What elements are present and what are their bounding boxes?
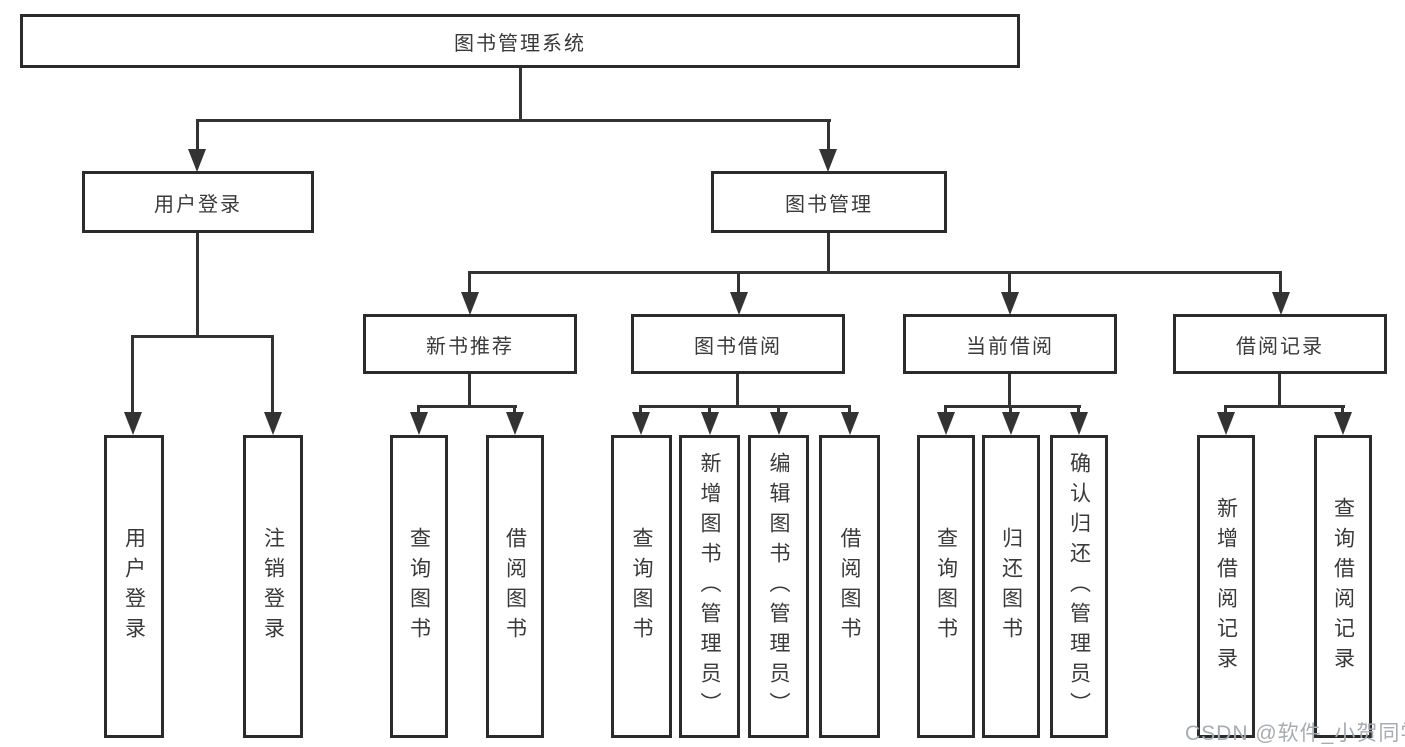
connector-drop-ul-leaf-2	[271, 335, 274, 415]
node-borrow-record: 借阅记录	[1173, 314, 1387, 374]
node-book-mgmt: 图书管理	[711, 171, 947, 233]
leaf-logout-label: 注销登录	[261, 526, 285, 647]
connector-rail-book-borrow	[639, 405, 851, 408]
connector-drop-nbr-leaf-2	[513, 405, 516, 415]
connector-drop-nbr-leaf-1	[417, 405, 420, 415]
leaf-user-login: 用户登录	[104, 435, 164, 738]
connector-drop-br-leaf-2	[1341, 405, 1344, 415]
arrowhead-current-borrow-icon	[1001, 292, 1019, 315]
arrowhead-br-leaf-1-icon	[1217, 412, 1235, 435]
leaf-cb-query-books-label: 查询图书	[934, 526, 958, 647]
connector-rail-user-login	[131, 335, 274, 338]
connector-stem-new-book-rec	[468, 373, 471, 408]
arrowhead-new-book-rec-icon	[461, 292, 479, 315]
connector-drop-current-borrow	[1008, 271, 1011, 295]
leaf-bb-add-books-admin-label: 新增图书（管理员）	[698, 451, 721, 722]
leaf-br-add-record-label: 新增借阅记录	[1214, 496, 1238, 677]
leaf-br-query-record-label: 查询借阅记录	[1331, 496, 1355, 677]
leaf-bb-borrow-books-label: 借阅图书	[838, 526, 861, 647]
connector-rail-level3	[468, 271, 1282, 274]
node-new-book-rec: 新书推荐	[363, 314, 577, 374]
leaf-nbr-query-books-label: 查询图书	[407, 526, 431, 647]
connector-drop-bb-leaf-4	[848, 405, 851, 415]
node-borrow-record-label: 借阅记录	[1236, 335, 1324, 358]
connector-drop-book-mgmt	[827, 119, 830, 152]
node-new-book-rec-label: 新书推荐	[426, 335, 514, 358]
connector-drop-br-leaf-1	[1224, 405, 1227, 415]
connector-drop-cb-leaf-1	[944, 405, 947, 415]
arrowhead-ul-leaf-1-icon	[124, 412, 142, 435]
connector-drop-cb-leaf-2	[1009, 405, 1012, 415]
leaf-cb-return-books-label: 归还图书	[999, 526, 1023, 647]
node-current-borrow-label: 当前借阅	[966, 335, 1054, 358]
node-user-login: 用户登录	[82, 171, 314, 233]
connector-rail-level2	[196, 119, 831, 122]
arrowhead-ul-leaf-2-icon	[264, 412, 282, 435]
arrowhead-bb-leaf-4-icon	[841, 412, 859, 435]
leaf-cb-return-books: 归还图书	[982, 435, 1040, 738]
node-current-borrow: 当前借阅	[903, 314, 1117, 374]
leaf-bb-query-books-label: 查询图书	[630, 526, 653, 647]
arrowhead-nbr-leaf-1-icon	[410, 412, 428, 435]
node-user-login-label: 用户登录	[154, 193, 242, 216]
leaf-nbr-query-books: 查询图书	[390, 435, 448, 738]
connector-drop-user-login	[196, 119, 199, 152]
node-root: 图书管理系统	[20, 14, 1020, 68]
arrowhead-bb-leaf-1-icon	[632, 412, 650, 435]
leaf-cb-confirm-return-admin: 确认归还（管理员）	[1050, 435, 1108, 738]
leaf-bb-edit-books-admin-label: 编辑图书（管理员）	[767, 451, 790, 722]
arrowhead-cb-leaf-2-icon	[1002, 412, 1020, 435]
connector-drop-ul-leaf-1	[131, 335, 134, 415]
connector-rail-current-borrow	[944, 405, 1081, 408]
arrowhead-bb-leaf-3-icon	[770, 412, 788, 435]
connector-rail-new-book-rec	[417, 405, 517, 408]
connector-stem-current-borrow	[1008, 373, 1011, 408]
connector-stem-book-mgmt	[827, 232, 830, 274]
connector-stem-root	[519, 66, 522, 122]
arrowhead-cb-leaf-1-icon	[937, 412, 955, 435]
connector-drop-bb-leaf-2	[708, 405, 711, 415]
connector-rail-borrow-record	[1224, 405, 1345, 408]
arrowhead-user-login-icon	[188, 149, 206, 172]
node-book-borrow: 图书借阅	[631, 314, 845, 374]
connector-drop-new-book-rec	[468, 271, 471, 295]
leaf-nbr-borrow-books: 借阅图书	[486, 435, 544, 738]
arrowhead-bb-leaf-2-icon	[701, 412, 719, 435]
arrowhead-borrow-record-icon	[1272, 292, 1290, 315]
arrowhead-nbr-leaf-2-icon	[506, 412, 524, 435]
connector-drop-bb-leaf-3	[777, 405, 780, 415]
connector-drop-bb-leaf-1	[639, 405, 642, 415]
leaf-bb-edit-books-admin: 编辑图书（管理员）	[748, 435, 809, 738]
connector-drop-book-borrow	[737, 271, 740, 295]
leaf-br-query-record: 查询借阅记录	[1314, 435, 1372, 738]
connector-drop-borrow-record	[1279, 271, 1282, 295]
arrowhead-book-borrow-icon	[730, 292, 748, 315]
leaf-bb-borrow-books: 借阅图书	[819, 435, 880, 738]
leaf-bb-add-books-admin: 新增图书（管理员）	[679, 435, 740, 738]
node-root-label: 图书管理系统	[454, 32, 586, 55]
leaf-bb-query-books: 查询图书	[611, 435, 672, 738]
node-book-borrow-label: 图书借阅	[694, 335, 782, 358]
watermark: CSDN @软件_小贺同学	[1185, 722, 1405, 745]
arrowhead-cb-leaf-3-icon	[1070, 412, 1088, 435]
arrowhead-book-mgmt-icon	[819, 149, 837, 172]
leaf-logout: 注销登录	[243, 435, 303, 738]
connector-stem-book-borrow	[736, 373, 739, 408]
leaf-cb-query-books: 查询图书	[917, 435, 975, 738]
connector-stem-user-login	[196, 232, 199, 338]
connector-drop-cb-leaf-3	[1077, 405, 1080, 415]
leaf-nbr-borrow-books-label: 借阅图书	[503, 526, 527, 647]
node-book-mgmt-label: 图书管理	[785, 193, 873, 216]
arrowhead-br-leaf-2-icon	[1334, 412, 1352, 435]
connector-stem-borrow-record	[1278, 373, 1281, 408]
leaf-br-add-record: 新增借阅记录	[1197, 435, 1255, 738]
leaf-user-login-label: 用户登录	[122, 526, 146, 647]
leaf-cb-confirm-return-admin-label: 确认归还（管理员）	[1067, 451, 1091, 722]
